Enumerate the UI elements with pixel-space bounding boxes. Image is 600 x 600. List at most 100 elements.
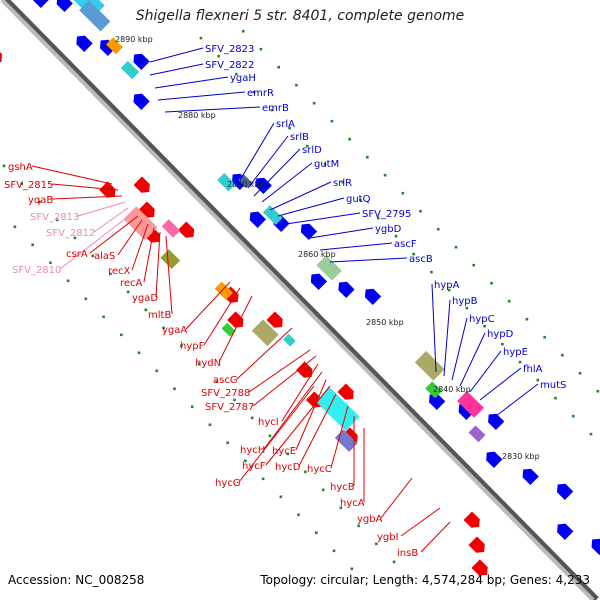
feature-block [106, 37, 123, 55]
reverse-gene-label: mltB [148, 310, 171, 321]
forward-gene-leader [495, 383, 539, 417]
forward-gene-label: emrR [247, 88, 274, 99]
track-dot [235, 72, 238, 76]
forward-gene-arrow [133, 93, 150, 110]
reverse-gene-arrow [337, 383, 354, 400]
track-dot [84, 297, 88, 301]
forward-gene-leader [164, 106, 261, 113]
track-dot [2, 164, 6, 168]
track-dot [233, 398, 236, 402]
reverse-gene-leader [420, 521, 451, 553]
track-dot [241, 29, 245, 33]
reverse-gene-label: ygaD [132, 293, 158, 304]
track-dot [332, 549, 336, 553]
forward-gene-leader [149, 63, 204, 76]
reverse-gene-leader [330, 405, 349, 469]
reverse-gene-leader [77, 201, 126, 217]
feature-block [468, 425, 486, 443]
track-dot [144, 308, 148, 312]
forward-gene-leader [459, 332, 486, 387]
feature-block [160, 249, 181, 270]
reverse-gene-arrow [0, 52, 3, 63]
kbp-tick-label: 2880 kbp [178, 111, 216, 120]
track-dot [197, 362, 201, 366]
track-dot [199, 36, 203, 40]
reverse-gene-label: hydN [195, 358, 221, 369]
reverse-gene-label: ygbI [377, 532, 399, 543]
reverse-gene-label: gshA [8, 162, 33, 173]
forward-gene-leader [149, 47, 204, 63]
reverse-gene-leader [298, 393, 337, 467]
forward-gene-arrow [56, 0, 73, 12]
feature-block [262, 205, 283, 225]
reverse-gene-leader [31, 165, 113, 185]
reverse-gene-arrow [99, 181, 116, 198]
reverse-gene-arrow [143, 226, 160, 243]
reverse-gene-label: SFV_2788 [201, 388, 250, 399]
track-dot [126, 290, 130, 294]
track-dot [73, 236, 77, 240]
track-dot [66, 279, 70, 283]
track-dot [394, 234, 398, 238]
forward-gene-label: SFV_2795 [362, 209, 411, 220]
reverse-gene-label: yqaB [28, 195, 53, 206]
track-dot [350, 567, 354, 571]
track-dot [261, 477, 265, 481]
track-dot [357, 524, 360, 528]
feature-block [120, 60, 140, 80]
track-dot [13, 225, 17, 229]
track-dot [490, 281, 493, 285]
track-dot [297, 513, 300, 517]
forward-gene-label: gutM [314, 159, 339, 170]
reverse-gene-label: hycC [307, 464, 332, 475]
reverse-gene-leader [236, 327, 293, 380]
reverse-gene-leader [117, 219, 143, 256]
track-dot [571, 414, 575, 418]
forward-gene-label: SFV_2823 [205, 44, 254, 55]
forward-gene-arrow [429, 393, 446, 410]
forward-gene-label: ygbD [375, 224, 402, 235]
reverse-gene-leader [93, 207, 129, 233]
reverse-gene-label: ygbA [357, 514, 383, 525]
reverse-gene-arrow [463, 511, 480, 528]
kbp-tick-label: 2850 kbp [366, 318, 404, 327]
track-dot [137, 351, 141, 355]
reverse-gene-leader [400, 507, 441, 537]
reverse-gene-label: hycE [272, 446, 296, 457]
reverse-gene-label: hycF [242, 461, 266, 472]
feature-block [316, 255, 342, 281]
reverse-gene-leader [265, 385, 331, 466]
reverse-gene-leader [131, 223, 149, 271]
reverse-gene-arrow [296, 361, 313, 378]
track-dot [268, 434, 272, 438]
forward-gene-label: srlB [290, 132, 309, 143]
feature-block [221, 322, 236, 337]
forward-gene-leader [309, 227, 374, 239]
track-dot [578, 371, 582, 375]
forward-gene-label: ascB [409, 254, 433, 265]
reverse-gene-label: recX [108, 266, 131, 277]
track-dot [55, 218, 59, 222]
track-dot [295, 83, 298, 87]
forward-gene-leader [154, 76, 229, 89]
reverse-gene-label: SFV_2810 [12, 265, 61, 276]
track-dot [244, 459, 247, 463]
track-dot [119, 333, 123, 337]
kbp-tick-label: 2840 kbp [433, 385, 471, 394]
track-dot [49, 261, 52, 265]
reverse-gene-arrow [266, 311, 283, 328]
track-dot [91, 254, 94, 258]
track-dot [20, 182, 24, 186]
forward-gene-arrow [300, 223, 318, 241]
forward-gene-leader [253, 148, 301, 197]
feature-block [251, 319, 279, 347]
track-dot [465, 306, 469, 310]
forward-gene-arrow [522, 468, 539, 485]
forward-gene-leader [319, 242, 393, 251]
reverse-gene-label: recA [120, 278, 143, 289]
track-dot [155, 369, 159, 373]
track-dot [554, 396, 557, 400]
reverse-gene-arrow [227, 311, 244, 328]
forward-gene-arrow [76, 35, 93, 52]
